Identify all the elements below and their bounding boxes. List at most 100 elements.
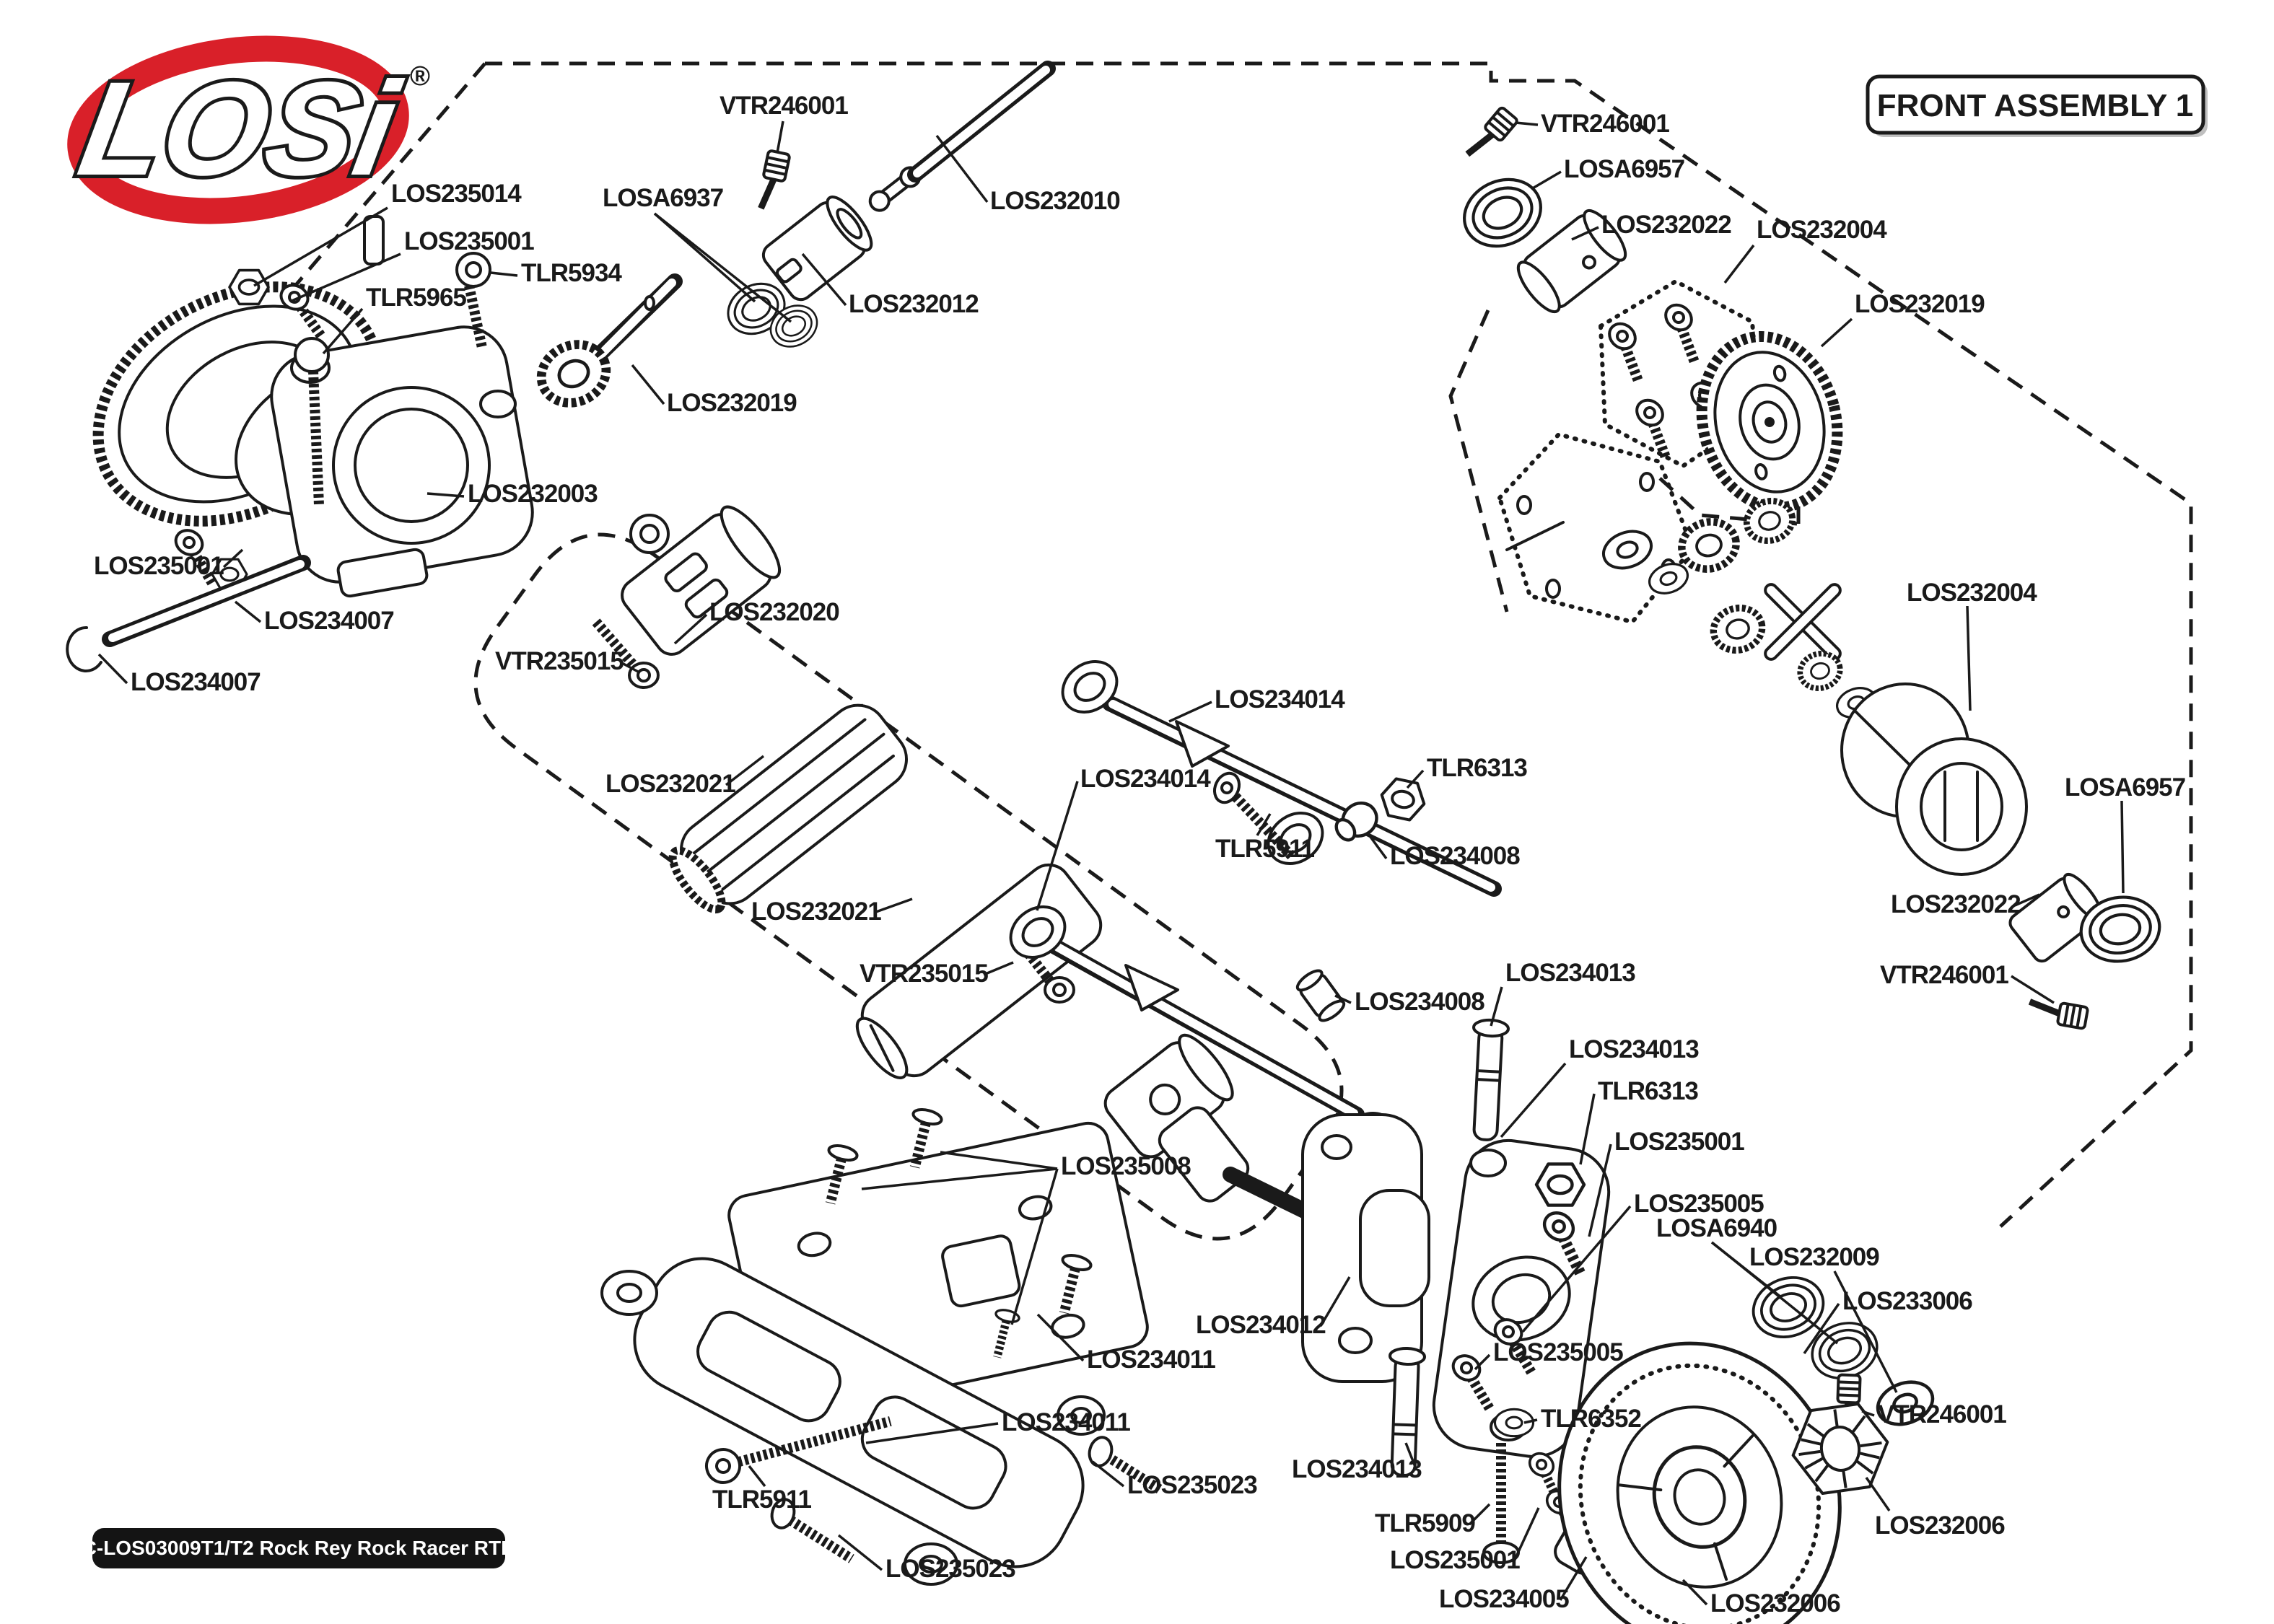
leader-line-los232006 [1865, 1477, 1891, 1511]
pinion-gear-los232019 [532, 273, 683, 413]
steering-links [1001, 651, 1502, 1175]
losi-logo-swoosh [67, 35, 409, 224]
leader-line-los232012 [801, 253, 847, 307]
part-label-tlr6313: TLR6313 [1427, 754, 1527, 782]
part-label-tlr5911: TLR5911 [712, 1485, 811, 1514]
leader-line-los235023 [1091, 1460, 1125, 1488]
part-label-los235014: LOS235014 [391, 180, 522, 208]
part-label-los234013: LOS234013 [1569, 1035, 1699, 1063]
part-label-los234014: LOS234014 [1080, 765, 1211, 793]
part-label-los234005: LOS234005 [1439, 1585, 1569, 1613]
part-label-los234007: LOS234007 [264, 607, 394, 635]
kingpin-los234013-upper [1472, 1018, 1510, 1141]
part-label-los235005: LOS235005 [1634, 1190, 1764, 1218]
setscrew-vtr246001-right-bottom [2026, 997, 2088, 1029]
part-label-tlr5965: TLR5965 [366, 284, 466, 312]
part-label-vtr246001: VTR246001 [720, 92, 848, 120]
leader-line-vtr246001 [1515, 121, 1539, 126]
leader-line-los232003 [427, 492, 465, 498]
leader-line-los234005 [1559, 1556, 1588, 1601]
part-label-los232010: LOS232010 [990, 187, 1120, 215]
leader-line-tlr6313 [1579, 1093, 1596, 1165]
leader-line-los232021 [725, 755, 765, 786]
leader-line-los234011 [1036, 1313, 1085, 1362]
part-label-los235023: LOS235023 [1127, 1471, 1257, 1499]
leader-line-los232022 [2014, 893, 2040, 907]
part-label-los233006: LOS233006 [1842, 1287, 1972, 1315]
part-label-los232020: LOS232020 [709, 598, 839, 626]
part-label-los232019: LOS232019 [1855, 290, 1985, 318]
caster-block-los234012 [1301, 1113, 1430, 1383]
leader-line-los234007 [234, 600, 262, 623]
part-label-los232004: LOS232004 [1907, 579, 2037, 607]
part-label-los235001: LOS235001 [404, 227, 534, 255]
leader-line-los234014 [1168, 701, 1212, 723]
badge-background [92, 1528, 505, 1568]
suspension-arm-los234011 [600, 1257, 1106, 1586]
leader-line-los235005 [1521, 1205, 1632, 1333]
assembly-title-box: FRONT ASSEMBLY 1 [1866, 74, 2208, 137]
drive-pin-los232010 [868, 61, 1056, 212]
leader-line-vtr235015 [620, 661, 640, 674]
part-label-los234008: LOS234008 [1390, 842, 1520, 870]
leader-line-vtr246001 [776, 120, 784, 154]
leader-line-vtr246001 [2011, 975, 2055, 1004]
losi-logo-text: LOSi [69, 53, 409, 203]
ring-gear-los232019 [1696, 330, 1843, 514]
part-label-losa6940: LOSA6940 [1656, 1214, 1777, 1242]
part-label-vtr246001: VTR246001 [1880, 961, 2008, 989]
leader-line-los232004 [1723, 244, 1755, 284]
leader-line-tlr5909 [1468, 1503, 1491, 1526]
screw-tlr5909 [1482, 1443, 1520, 1564]
leader-line-los232022 [1571, 226, 1599, 241]
leader-line-tlr6352 [1523, 1418, 1538, 1424]
part-label-los232022: LOS232022 [1601, 211, 1731, 239]
leader-line-tlr5911 [748, 1465, 766, 1488]
part-label-los232012: LOS232012 [849, 290, 979, 318]
locknut-tlr6313-lower [1536, 1164, 1584, 1205]
leader-line-los235008 [940, 1151, 1058, 1170]
part-label-losa6957: LOSA6957 [2065, 773, 2185, 802]
leader-line-los235001 [222, 548, 244, 569]
kingpin-los234013-lower [1389, 1346, 1426, 1477]
part-label-los235005: LOS235005 [1493, 1338, 1623, 1366]
leader-line-los234013 [1404, 1442, 1418, 1471]
setscrew-vtr246001-right-top [1464, 107, 1518, 165]
leader-line-los234014 [1036, 781, 1079, 911]
c-clip-los234007 [66, 626, 102, 672]
pivot-ball-los234008-lower [1295, 969, 1346, 1022]
part-label-los232003: LOS232003 [468, 480, 598, 508]
leader-line-los234012 [1319, 1276, 1351, 1327]
leader-line-los232004 [1966, 605, 1972, 711]
losi-logo: LOSi ® [66, 35, 430, 224]
leader-line-los234007 [97, 653, 128, 685]
part-label-tlr5911: TLR5911 [1215, 835, 1314, 863]
part-label-los232006: LOS232006 [1710, 1589, 1840, 1618]
gearbox-case [270, 215, 534, 598]
part-label-los234011: LOS234011 [1002, 1408, 1130, 1436]
part-label-los232006: LOS232006 [1875, 1511, 2005, 1540]
setscrew-vtr246001-top [756, 150, 790, 211]
part-label-tlr6352: TLR6352 [1541, 1405, 1641, 1433]
part-label-los234007: LOS234007 [131, 668, 261, 696]
part-label-los234012: LOS234012 [1196, 1311, 1326, 1339]
coupler-los232022-upper [1516, 209, 1627, 314]
part-label-los235023: LOS235023 [885, 1555, 1015, 1583]
coupler-los232012 [761, 196, 873, 302]
cv-joint [1103, 1033, 1387, 1253]
leader-line-los233006 [1803, 1303, 1840, 1354]
part-label-vtr246001: VTR246001 [1541, 110, 1669, 138]
registered-trademark-icon: ® [410, 61, 430, 92]
product-code-text: C-LOS03009T1/T2 Rock Rey Rock Racer RTR [82, 1537, 516, 1559]
part-label-los235008: LOS235008 [1061, 1152, 1191, 1180]
leader-line-los235008 [861, 1167, 1058, 1190]
hinge-pin-los234007 [66, 555, 311, 672]
part-label-los234014: LOS234014 [1215, 685, 1345, 714]
leader-line-los234008 [1367, 833, 1388, 860]
leader-line-los232019 [631, 364, 665, 405]
part-label-vtr246001: VTR246001 [1878, 1400, 2006, 1428]
part-label-los234011: LOS234011 [1087, 1346, 1215, 1374]
product-code-badge: C-LOS03009T1/T2 Rock Rey Rock Racer RTR [82, 1528, 516, 1568]
leader-line-losa6937 [653, 212, 792, 323]
